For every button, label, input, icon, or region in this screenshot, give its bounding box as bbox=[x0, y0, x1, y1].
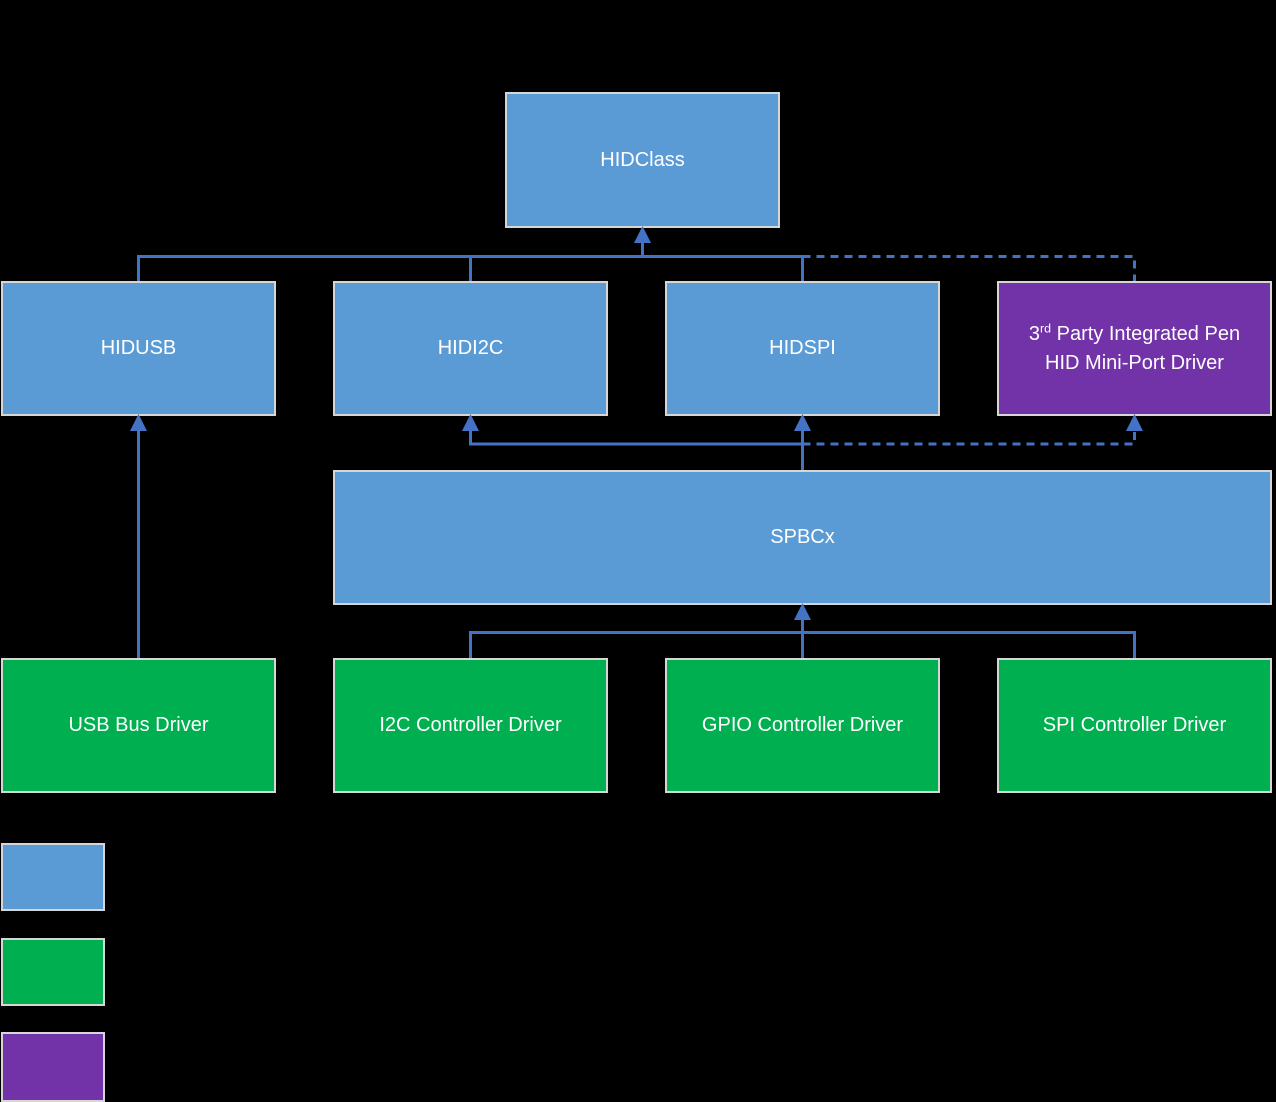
legend-swatch-green bbox=[1, 938, 105, 1006]
node-spbcx-label: SPBCx bbox=[770, 526, 835, 548]
pen-label-rest: Party Integrated Pen bbox=[1051, 322, 1241, 345]
node-gpio-controller-label: GPIO Controller Driver bbox=[701, 714, 904, 736]
node-i2c-controller-label: I2C Controller Driver bbox=[379, 714, 562, 736]
node-hidusb: HIDUSB bbox=[1, 281, 276, 416]
node-hidspi: HIDSPI bbox=[665, 281, 940, 416]
node-hidi2c-label: HIDI2C bbox=[437, 337, 504, 359]
legend-swatch-blue bbox=[1, 843, 105, 911]
arrowhead-into-pen-driver bbox=[1126, 414, 1143, 431]
node-pen-miniport-label: 3rd Party Integrated Pen HID Mini-Port D… bbox=[1029, 320, 1240, 378]
node-i2c-controller-driver: I2C Controller Driver bbox=[333, 658, 608, 793]
edge-spbcx-to-pen-dashed bbox=[802, 430, 1136, 446]
arrowhead-into-hidi2c bbox=[462, 414, 479, 431]
edge-spbcx-to-hidi2c bbox=[469, 429, 803, 446]
node-hidusb-label: HIDUSB bbox=[100, 337, 177, 359]
node-hidclass-label: HIDClass bbox=[600, 148, 685, 171]
node-usb-bus-driver: USB Bus Driver bbox=[1, 658, 276, 793]
pen-label-line2: HID Mini-Port Driver bbox=[1045, 351, 1224, 374]
legend-swatch-purple bbox=[1, 1032, 105, 1102]
arrowhead-into-spbcx bbox=[794, 603, 811, 620]
node-pen-miniport-driver: 3rd Party Integrated Pen HID Mini-Port D… bbox=[997, 281, 1272, 416]
edge-pen-to-hidclass-dashed bbox=[802, 255, 1136, 281]
node-hidclass: HIDClass bbox=[505, 92, 780, 228]
pen-label-sup: rd bbox=[1040, 320, 1052, 335]
node-spi-controller-driver: SPI Controller Driver bbox=[997, 658, 1272, 793]
node-spbcx: SPBCx bbox=[333, 470, 1272, 605]
node-hidi2c: HIDI2C bbox=[333, 281, 608, 416]
node-hidspi-label: HIDSPI bbox=[769, 337, 836, 359]
node-usb-bus-label: USB Bus Driver bbox=[68, 714, 209, 736]
pen-label-base: 3 bbox=[1028, 322, 1041, 345]
edge-row2-to-hidclass-bus bbox=[137, 255, 804, 281]
node-spi-controller-label: SPI Controller Driver bbox=[1042, 714, 1227, 736]
arrowhead-into-hidclass bbox=[634, 226, 651, 243]
node-gpio-controller-driver: GPIO Controller Driver bbox=[665, 658, 940, 793]
edge-i2c-spi-bus bbox=[469, 631, 1136, 658]
arrowhead-into-hidspi bbox=[794, 414, 811, 431]
arrowhead-into-hidusb bbox=[130, 414, 147, 431]
